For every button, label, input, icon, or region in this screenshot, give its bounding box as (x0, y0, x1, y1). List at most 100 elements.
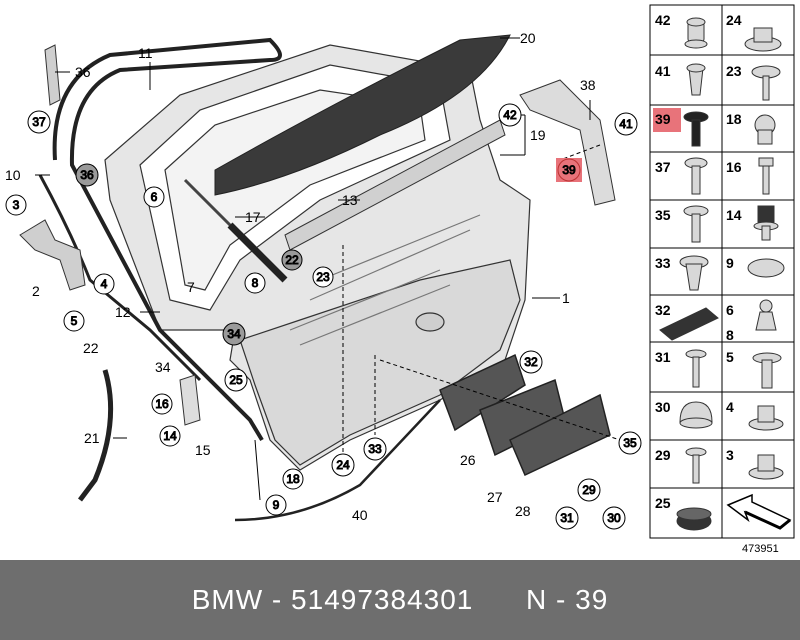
screw-39-icon (683, 111, 709, 147)
callout-15[interactable]: 15 (195, 442, 211, 458)
callout-28[interactable]: 28 (515, 503, 531, 519)
hose-21-shape (78, 369, 114, 502)
table-label-4[interactable]: 4 (726, 399, 734, 415)
callout-18[interactable]: 18 (286, 472, 301, 487)
footer-separator: - (263, 584, 292, 615)
highlight-39 (653, 108, 681, 132)
callout-37[interactable]: 37 (32, 115, 47, 130)
screw-23-icon (751, 65, 781, 101)
callouts: 20 11 36 10 2 19 38 13 17 1 12 7 22 34 2… (5, 30, 779, 555)
callout-12[interactable]: 12 (115, 304, 131, 320)
table-label-33[interactable]: 33 (655, 255, 671, 271)
leader-lines (35, 37, 621, 501)
arrow-symbol-icon (726, 493, 792, 530)
table-label-8[interactable]: 8 (726, 327, 734, 343)
callout-19[interactable]: 19 (530, 127, 546, 143)
cap-30-icon (679, 401, 713, 429)
table-label-16[interactable]: 16 (726, 159, 742, 175)
table-label-3[interactable]: 3 (726, 447, 734, 463)
table-label-9[interactable]: 9 (726, 255, 734, 271)
callout-8[interactable]: 8 (251, 276, 259, 291)
table-label-37[interactable]: 37 (655, 159, 671, 175)
table-label-24[interactable]: 24 (726, 12, 742, 28)
callout-2[interactable]: 2 (32, 283, 40, 299)
callout-22[interactable]: 22 (83, 340, 99, 356)
table-label-6[interactable]: 6 (726, 302, 734, 318)
callout-22b[interactable]: 22 (285, 253, 300, 268)
callout-3[interactable]: 3 (12, 198, 20, 213)
callout-36b[interactable]: 36 (80, 168, 95, 183)
callout-42[interactable]: 42 (503, 108, 518, 123)
gas-strut-shape (183, 178, 288, 283)
callout-20[interactable]: 20 (520, 30, 536, 46)
nut-4-icon (748, 405, 784, 431)
callout-36[interactable]: 36 (75, 64, 91, 80)
callout-41[interactable]: 41 (619, 117, 634, 132)
screw-35-icon (683, 205, 709, 243)
callout-32[interactable]: 32 (524, 355, 539, 370)
table-label-14[interactable]: 14 (726, 207, 742, 223)
table-label-35[interactable]: 35 (655, 207, 671, 223)
plug-25-icon (676, 507, 712, 531)
callout-29[interactable]: 29 (582, 483, 597, 498)
nut-5-icon (752, 352, 782, 389)
callout-11[interactable]: 11 (138, 45, 153, 61)
callout-6[interactable]: 6 (150, 190, 158, 205)
callout-39[interactable]: 39 (562, 163, 577, 178)
callout-5[interactable]: 5 (70, 314, 78, 329)
bolt-16-icon (758, 157, 774, 195)
table-label-29[interactable]: 29 (655, 447, 671, 463)
table-label-23[interactable]: 23 (726, 63, 742, 79)
rail-shape (284, 119, 506, 251)
callout-16[interactable]: 16 (155, 397, 170, 412)
callout-34[interactable]: 34 (155, 359, 171, 375)
callout-23[interactable]: 23 (316, 270, 331, 285)
table-label-32[interactable]: 32 (655, 302, 671, 318)
callout-14[interactable]: 14 (163, 429, 178, 444)
callout-33[interactable]: 33 (368, 442, 383, 457)
footer-position: N - 39 (526, 584, 609, 615)
callout-13[interactable]: 13 (342, 192, 358, 208)
table-label-30[interactable]: 30 (655, 399, 671, 415)
table-label-31[interactable]: 31 (655, 349, 671, 365)
callout-4[interactable]: 4 (100, 277, 108, 292)
table-label-25[interactable]: 25 (655, 495, 671, 511)
circled-callouts: 37 36 3 4 5 6 8 22 23 42 41 39 34 25 16 … (5, 103, 642, 530)
callout-30[interactable]: 30 (607, 511, 622, 526)
nut-14-icon (753, 205, 779, 241)
screw-31-icon (685, 349, 707, 388)
callout-31[interactable]: 31 (560, 511, 575, 526)
callout-40[interactable]: 40 (352, 507, 368, 523)
callout-38[interactable]: 38 (580, 77, 596, 93)
seal-shape (52, 37, 282, 442)
callout-9[interactable]: 9 (272, 498, 280, 513)
callout-34b[interactable]: 34 (227, 327, 242, 342)
footer-part-number: 51497384301 (291, 584, 474, 615)
table-label-42[interactable]: 42 (655, 12, 671, 28)
table-label-41[interactable]: 41 (655, 63, 671, 79)
stud-6-icon (755, 299, 777, 331)
callout-27[interactable]: 27 (487, 489, 503, 505)
screw-37-icon (684, 157, 708, 195)
table-label-5[interactable]: 5 (726, 349, 734, 365)
callout-24[interactable]: 24 (336, 458, 351, 473)
footer-brand: BMW (191, 584, 264, 615)
table-label-39[interactable]: 39 (655, 111, 671, 127)
callout-1[interactable]: 1 (562, 290, 570, 306)
table-label-18[interactable]: 18 (726, 111, 742, 127)
part-14-shape (179, 374, 201, 426)
callout-7[interactable]: 7 (187, 279, 195, 295)
plates-shape (439, 353, 611, 477)
callout-26[interactable]: 26 (460, 452, 476, 468)
callout-17[interactable]: 17 (245, 209, 261, 225)
callout-21[interactable]: 21 (84, 430, 100, 446)
callout-35[interactable]: 35 (623, 436, 638, 451)
hinge-shape (19, 219, 86, 291)
nut-42-icon (684, 17, 708, 49)
callout-25[interactable]: 25 (229, 373, 244, 388)
footer-spacer (473, 584, 526, 616)
expanding-nut-41-icon (686, 63, 706, 96)
callout-10[interactable]: 10 (5, 167, 21, 183)
fastener-table: 42 41 39 37 35 33 32 31 30 29 25 24 23 1… (649, 4, 795, 539)
nut-3-icon (748, 454, 784, 480)
